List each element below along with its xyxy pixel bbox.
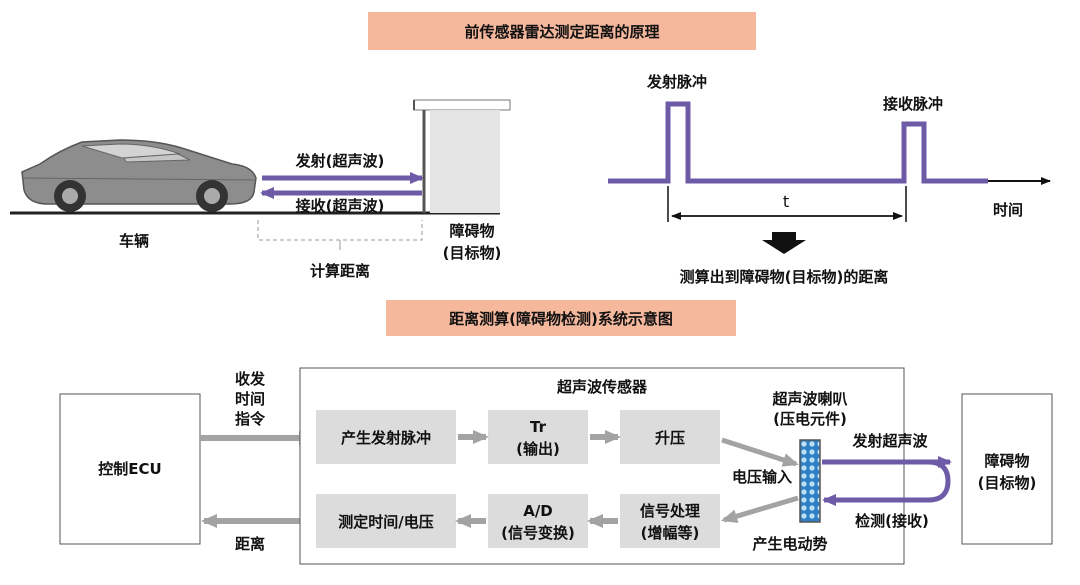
- box-ad-line2: (信号变换): [501, 524, 575, 542]
- result-label: 测算出到障碍物(目标物)的距离: [680, 268, 889, 286]
- obstacle-label-line1: 障碍物: [449, 222, 494, 240]
- obstacle-box-line1: 障碍物: [984, 452, 1029, 470]
- arrow-horn-to-signal: [721, 495, 799, 524]
- pulse-waveform: [608, 101, 988, 184]
- obstacle-box-line2: (目标物): [978, 474, 1037, 492]
- box-signal-line2: (增幅等): [641, 524, 700, 542]
- obstacle-box: [961, 393, 1053, 545]
- box-measure: [316, 494, 456, 548]
- box-pulse-label: 产生发射脉冲: [341, 429, 431, 447]
- detect-label: 检测(接收): [855, 512, 929, 530]
- box-measure-label: 测定时间/电压: [338, 513, 433, 531]
- ecu-label: 控制ECU: [98, 460, 161, 478]
- sensor-title: 超声波传感器: [556, 378, 648, 396]
- ecu-box: [59, 393, 201, 545]
- cmd-label-line1: 收发: [235, 370, 266, 388]
- arrow-boost-to-horn: [721, 437, 799, 467]
- emit-label: 发射(超声波): [295, 152, 385, 170]
- t-label: t: [783, 192, 789, 211]
- cmd-label-line2: 时间: [235, 390, 265, 408]
- receive-label: 接收(超声波): [296, 197, 385, 215]
- emf-label: 产生电动势: [752, 535, 827, 553]
- calc-distance-bracket: [257, 220, 423, 241]
- bottom-title-banner: [386, 300, 736, 336]
- box-ad-line1: A/D: [523, 502, 553, 520]
- top-title-banner: [368, 12, 756, 50]
- box-tr-line2: (输出): [516, 440, 560, 458]
- box-pulse: [316, 410, 456, 464]
- time-label: 时间: [993, 201, 1023, 219]
- emit-pulse-label: 发射脉冲: [646, 73, 707, 91]
- voltage-input-label: 电压输入: [732, 468, 792, 486]
- emit-wave-label: 发射超声波: [851, 432, 928, 450]
- box-boost-label: 升压: [655, 429, 685, 447]
- top-title: 前传感器雷达测定距离的原理: [464, 23, 659, 41]
- calc-distance-label: 计算距离: [310, 262, 370, 280]
- obstacle-label-line2: (目标物): [443, 244, 502, 262]
- piezo-horn-icon: [799, 439, 821, 523]
- receive-pulse-label: 接收脉冲: [883, 95, 943, 113]
- box-tr: [488, 410, 588, 464]
- box-signal-line1: 信号处理: [640, 502, 700, 520]
- horn-label-line1: 超声波喇叭: [771, 390, 847, 408]
- cmd-label-line3: 指令: [235, 410, 266, 428]
- bottom-title: 距离测算(障碍物检测)系统示意图: [449, 310, 673, 328]
- obstacle-wall: [413, 99, 511, 213]
- box-tr-line1: Tr: [530, 418, 547, 436]
- result-down-arrow: [762, 232, 806, 254]
- horn-label-line2: (压电元件): [773, 410, 847, 428]
- car-icon: [21, 139, 257, 212]
- box-signal: [620, 494, 720, 548]
- distance-out-label: 距离: [235, 535, 265, 553]
- vehicle-label: 车辆: [119, 232, 149, 250]
- box-boost: [620, 410, 720, 464]
- box-ad: [488, 494, 588, 548]
